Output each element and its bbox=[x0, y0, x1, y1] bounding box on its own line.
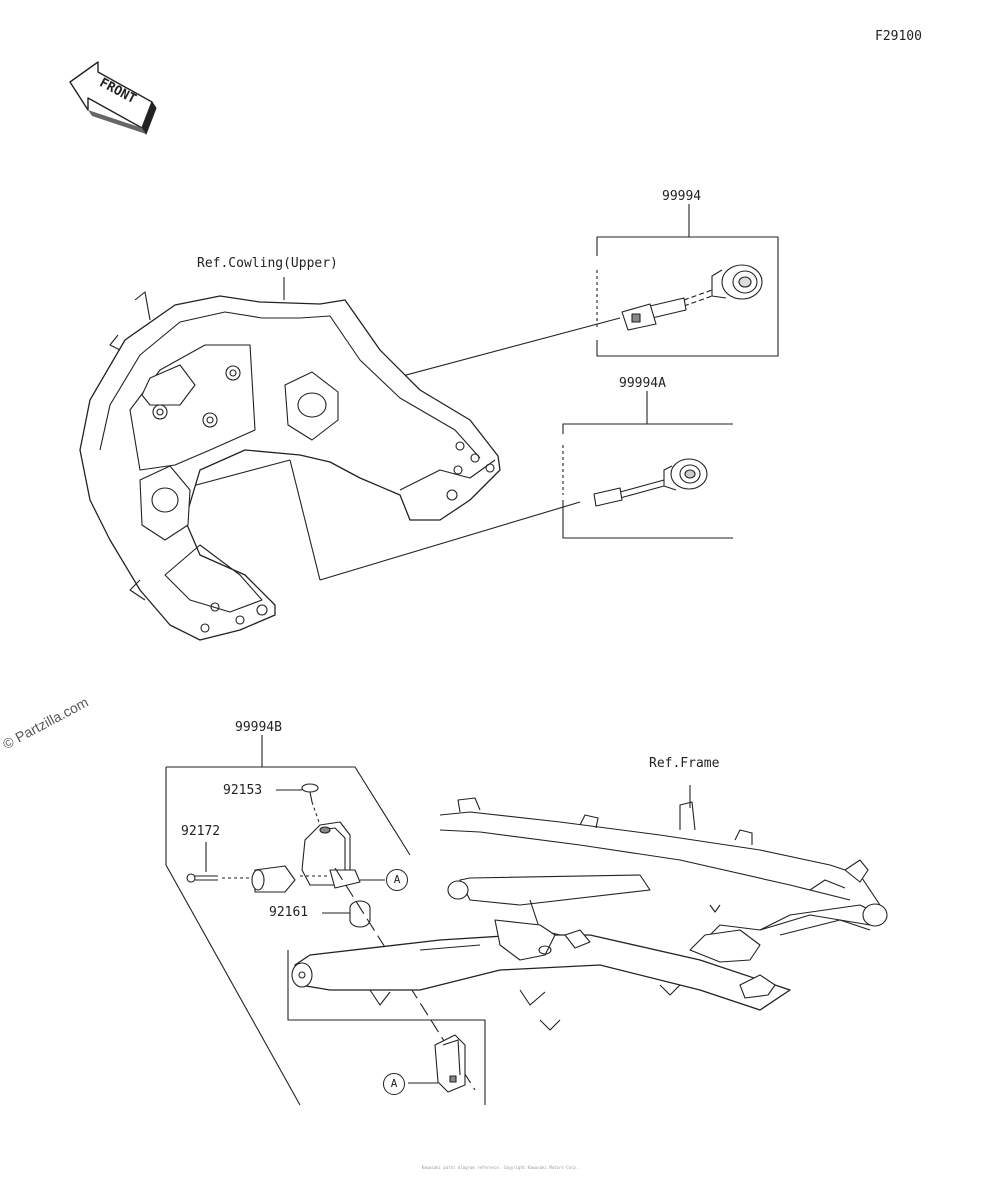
label-ref-frame: Ref.Frame bbox=[648, 756, 721, 771]
part-lower-bracket bbox=[408, 1034, 466, 1093]
part-99994-socket bbox=[621, 264, 763, 331]
front-direction-arrow bbox=[69, 61, 157, 135]
frame bbox=[291, 785, 888, 1031]
part-99994A-box bbox=[562, 390, 733, 539]
part-92172-bolt bbox=[186, 842, 385, 893]
part-92161-collar bbox=[322, 900, 371, 928]
label-part-99994[interactable]: 99994 bbox=[661, 189, 703, 204]
figure-code: F29100 bbox=[874, 29, 923, 44]
label-part-99994A[interactable]: 99994A bbox=[618, 376, 667, 391]
label-part-92153[interactable]: 92153 bbox=[222, 783, 264, 798]
label-part-99994B[interactable]: 99994B bbox=[234, 720, 283, 735]
label-part-92161[interactable]: 92161 bbox=[268, 905, 310, 920]
part-92153-screw bbox=[276, 783, 321, 826]
label-ref-cowling: Ref.Cowling(Upper) bbox=[196, 256, 339, 271]
footer-copyright: Kawasaki parts diagram reference. Copyri… bbox=[421, 1165, 579, 1170]
part-99994A-socket bbox=[593, 458, 708, 507]
label-part-92172[interactable]: 92172 bbox=[180, 824, 222, 839]
callout-a-lower: A bbox=[383, 1073, 405, 1095]
cowling-upper bbox=[79, 291, 501, 641]
part-99994B-box bbox=[165, 735, 411, 1106]
part-99994-box bbox=[596, 204, 779, 357]
frame-detail-box bbox=[287, 950, 486, 1105]
callout-a-upper: A bbox=[386, 869, 408, 891]
